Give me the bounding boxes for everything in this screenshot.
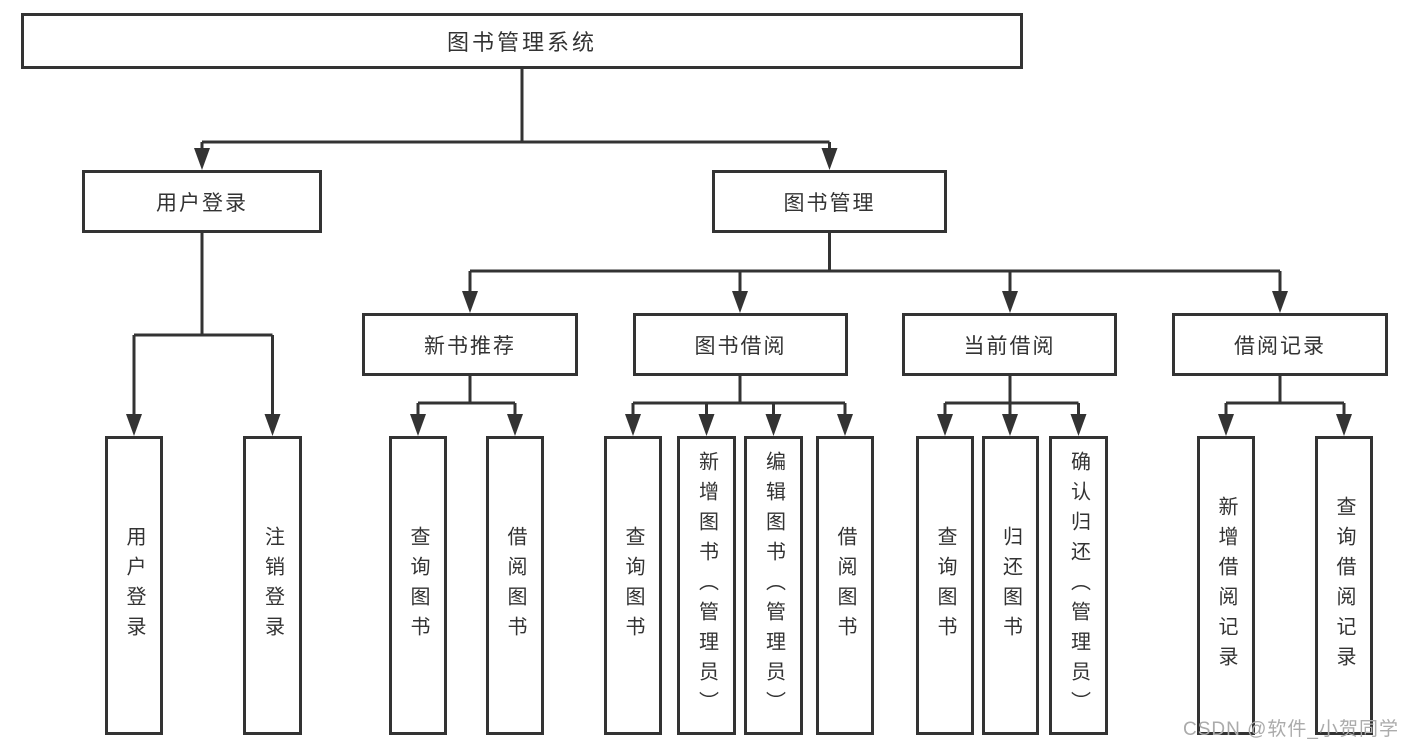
arrowhead-icon xyxy=(507,414,523,436)
arrowhead-icon xyxy=(625,414,641,436)
node-label: 借阅图书 xyxy=(504,525,526,646)
leaf-query-borrow-record: 查询借阅记录 xyxy=(1315,436,1373,735)
arrowhead-icon xyxy=(410,414,426,436)
leaf-query-books-recommend: 查询图书 xyxy=(389,436,447,735)
node-label: 确认归还（管理员） xyxy=(1067,450,1090,721)
node-label: 用户登录 xyxy=(156,191,248,215)
node-label: 图书借阅 xyxy=(694,334,787,358)
node-label: 归还图书 xyxy=(999,525,1022,646)
arrowhead-icon xyxy=(1336,414,1352,436)
node-label: 编辑图书（管理员） xyxy=(762,450,785,721)
leaf-edit-books-admin: 编辑图书（管理员） xyxy=(744,436,803,735)
node-label: 图书管理 xyxy=(783,191,876,215)
node-label: 新书推荐 xyxy=(424,334,516,358)
node-label: 查询图书 xyxy=(407,525,429,646)
arrowhead-icon xyxy=(837,414,853,436)
arrowhead-icon xyxy=(126,414,142,436)
arrowhead-icon xyxy=(1272,291,1288,313)
leaf-borrow-books-borrow: 借阅图书 xyxy=(816,436,874,735)
arrowhead-icon xyxy=(264,414,281,436)
node-label: 图书管理系统 xyxy=(446,30,597,55)
node-label: 新增借阅记录 xyxy=(1215,495,1237,676)
arrowhead-icon xyxy=(1218,414,1234,436)
leaf-confirm-return-admin: 确认归还（管理员） xyxy=(1049,436,1108,735)
arrowhead-icon xyxy=(1002,414,1018,436)
node-label: 查询借阅记录 xyxy=(1333,495,1355,676)
arrowhead-icon xyxy=(937,414,953,436)
arrowhead-icon xyxy=(1070,414,1087,436)
node-user-login: 用户登录 xyxy=(82,170,322,233)
node-label: 借阅记录 xyxy=(1234,334,1326,358)
node-label: 查询图书 xyxy=(934,525,956,646)
arrowhead-icon xyxy=(698,414,715,436)
leaf-return-books: 归还图书 xyxy=(982,436,1039,735)
leaf-add-borrow-record: 新增借阅记录 xyxy=(1197,436,1255,735)
node-borrow-records: 借阅记录 xyxy=(1172,313,1388,376)
leaf-user-login: 用户登录 xyxy=(105,436,163,735)
node-book-management: 图书管理 xyxy=(712,170,947,233)
watermark: CSDN @软件_小贺同学 xyxy=(1183,719,1399,740)
leaf-logout-login: 注销登录 xyxy=(243,436,302,735)
node-label: 当前借阅 xyxy=(963,334,1056,358)
node-label: 查询图书 xyxy=(622,525,644,646)
arrowhead-icon xyxy=(194,148,210,170)
leaf-query-books-borrow: 查询图书 xyxy=(604,436,662,735)
node-label: 注销登录 xyxy=(261,525,284,646)
arrowhead-icon xyxy=(765,414,782,436)
arrowhead-icon xyxy=(821,148,838,170)
arrowhead-icon xyxy=(732,291,748,313)
leaf-add-books-admin: 新增图书（管理员） xyxy=(677,436,736,735)
node-new-book-recommend: 新书推荐 xyxy=(362,313,578,376)
arrowhead-icon xyxy=(1002,291,1018,313)
node-label: 借阅图书 xyxy=(834,525,856,646)
node-library-management-system: 图书管理系统 xyxy=(21,13,1023,69)
arrowhead-icon xyxy=(462,291,478,313)
node-current-borrow: 当前借阅 xyxy=(902,313,1117,376)
node-label: 用户登录 xyxy=(123,525,145,646)
leaf-query-books-current: 查询图书 xyxy=(916,436,974,735)
node-book-borrow: 图书借阅 xyxy=(633,313,848,376)
node-label: 新增图书（管理员） xyxy=(695,450,718,721)
leaf-borrow-books-recommend: 借阅图书 xyxy=(486,436,544,735)
